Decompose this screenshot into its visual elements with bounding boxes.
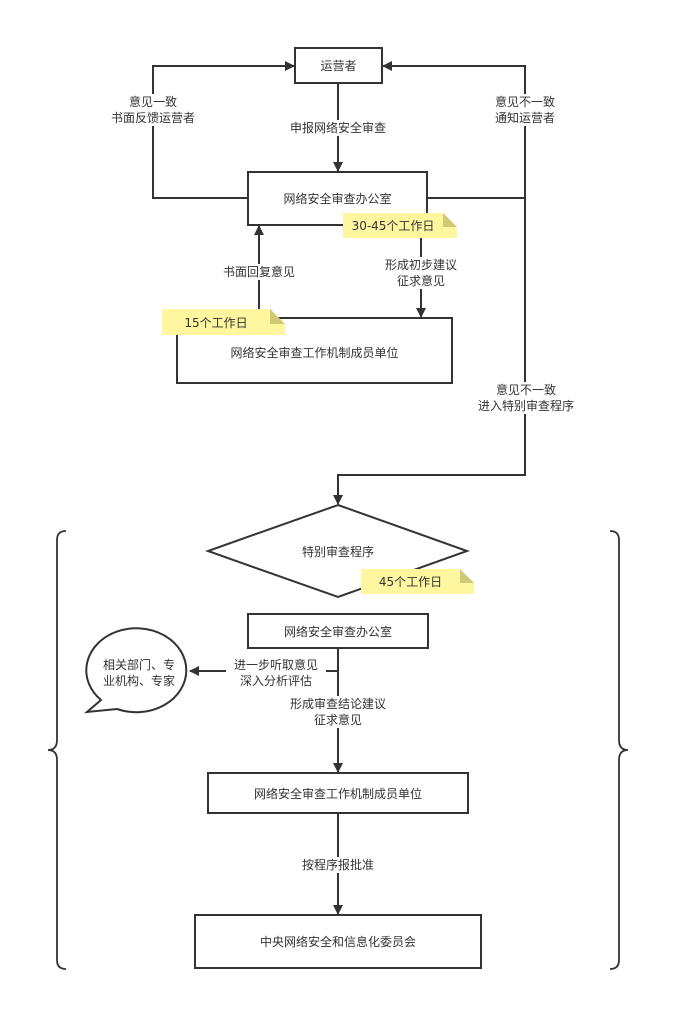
label-further-opinion-line-1: 进一步听取意见: [233, 658, 318, 672]
central-committee-box: [194, 914, 482, 969]
label-submit-review: 申报网络安全审查: [283, 120, 393, 136]
label-further-opinion-line-2: 深入分析评估: [239, 674, 312, 688]
note-members-duration-text: 15个工作日: [184, 315, 248, 330]
note-office-duration: [343, 213, 457, 238]
members-bottom-label: 网络安全审查工作机制成员单位: [253, 786, 422, 801]
label-preliminary-advice: 形成初步建议 征求意见: [376, 257, 466, 289]
label-disagree-special: 意见不一致 进入特别审查程序: [470, 382, 582, 414]
edge-disagree-special: [333, 198, 526, 505]
office-bottom-box: [247, 613, 429, 649]
label-written-reply: 书面回复意见: [215, 264, 303, 280]
label-conclusion-advice-line-2: 征求意见: [313, 713, 362, 727]
label-disagree-notify-line-1: 意见不一致: [494, 95, 555, 109]
label-disagree-special-line-1: 意见不一致: [495, 383, 556, 397]
note-special-duration-text: 45个工作日: [378, 575, 443, 589]
experts-bubble-line-2: 业机构、专家: [102, 674, 175, 688]
label-disagree-notify-line-2: 通知运营者: [494, 111, 555, 125]
label-conclusion-advice: 形成审查结论建议 征求意见: [280, 696, 396, 728]
office-bottom-label: 网络安全审查办公室: [283, 624, 392, 639]
members-bottom-box: [207, 772, 469, 814]
right-brace: [609, 530, 629, 970]
label-agree-feedback-line-1: 意见一致: [128, 95, 177, 109]
experts-bubble-line-1: 相关部门、专: [102, 658, 175, 672]
label-agree-feedback: 意见一致 书面反馈运营者: [103, 94, 203, 126]
label-preliminary-advice-line-1: 形成初步建议: [384, 258, 457, 272]
note-special-duration: [361, 569, 474, 594]
left-brace: [47, 530, 67, 970]
experts-bubble-text: 相关部门、专 业机构、专家: [94, 657, 184, 689]
operator-label: 运营者: [320, 59, 357, 73]
label-disagree-notify: 意见不一致 通知运营者: [485, 94, 565, 126]
office-top-label: 网络安全审查办公室: [283, 192, 392, 206]
label-agree-feedback-line-2: 书面反馈运营者: [110, 111, 195, 125]
note-members-duration: [162, 309, 285, 335]
label-conclusion-advice-line-1: 形成审查结论建议: [289, 697, 386, 711]
experts-speech-bubble: [83, 627, 188, 714]
label-disagree-special-line-2: 进入特别审查程序: [477, 399, 574, 413]
special-procedure-label: 特别审查程序: [301, 544, 374, 559]
edge-agree-feedback: [152, 61, 295, 199]
central-committee-label: 中央网络安全和信息化委员会: [259, 935, 416, 949]
label-further-opinion: 进一步听取意见 深入分析评估: [226, 657, 326, 689]
edge-disagree-notify: [382, 61, 526, 199]
members-top-label: 网络安全审查工作机制成员单位: [230, 346, 399, 360]
note-office-duration-text: 30-45个工作日: [351, 219, 435, 233]
label-report-approval: 按程序报批准: [294, 857, 382, 873]
label-preliminary-advice-line-2: 征求意见: [396, 274, 445, 288]
